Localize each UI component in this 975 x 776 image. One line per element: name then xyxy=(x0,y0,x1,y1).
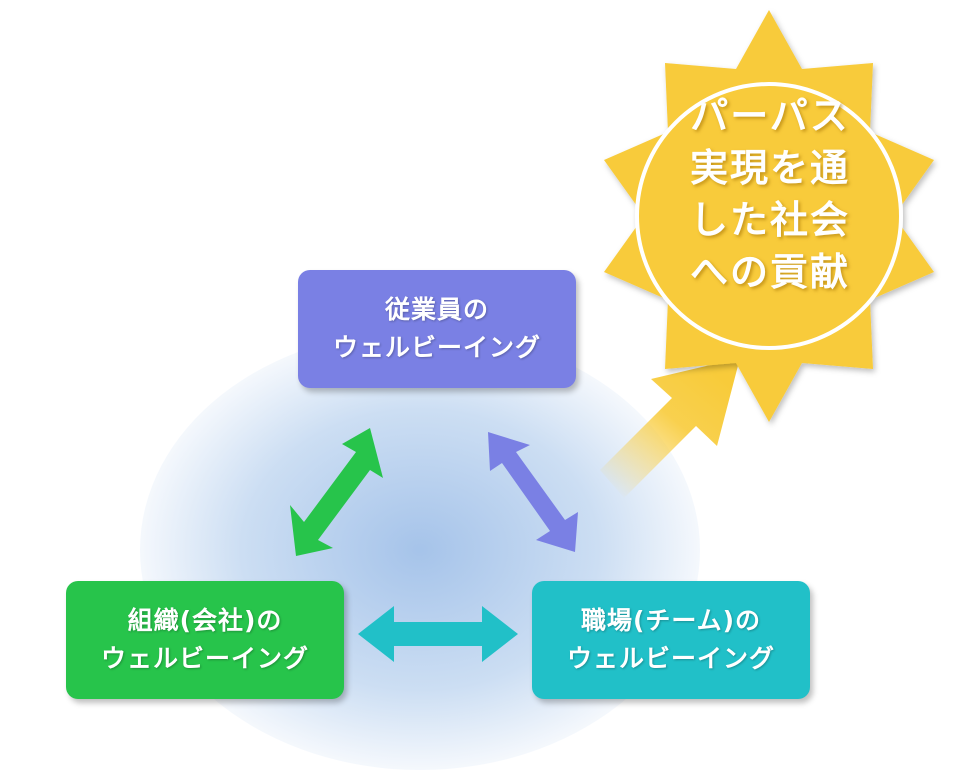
org-box-line2: ウェルビーイング xyxy=(100,644,309,673)
employee-box-line2: ウェルビーイング xyxy=(332,333,541,362)
employee-box-line1: 従業員の xyxy=(384,295,489,324)
arrow-org-employee xyxy=(290,428,383,556)
team-wellbeing-box: 職場(チーム)の ウェルビーイング xyxy=(532,581,810,699)
arrow-org-team xyxy=(358,606,518,662)
sun-label: パーパス 実現を通 した社会 への貢献 xyxy=(640,90,900,298)
sun-line-3: した社会 xyxy=(689,198,850,242)
team-box-line1: 職場(チーム)の xyxy=(580,606,762,635)
sun-icon xyxy=(604,10,934,422)
arrow-employee-team xyxy=(488,432,578,552)
sun-line-2: 実現を通 xyxy=(689,146,850,190)
contribution-arrow xyxy=(600,358,740,498)
team-box-line2: ウェルビーイング xyxy=(566,644,775,673)
organization-wellbeing-box: 組織(会社)の ウェルビーイング xyxy=(66,581,344,699)
sun-line-1: パーパス xyxy=(690,94,850,138)
org-box-line1: 組織(会社)の xyxy=(127,606,283,635)
sun-line-4: への貢献 xyxy=(689,250,850,294)
employee-wellbeing-box: 従業員の ウェルビーイング xyxy=(298,270,576,388)
